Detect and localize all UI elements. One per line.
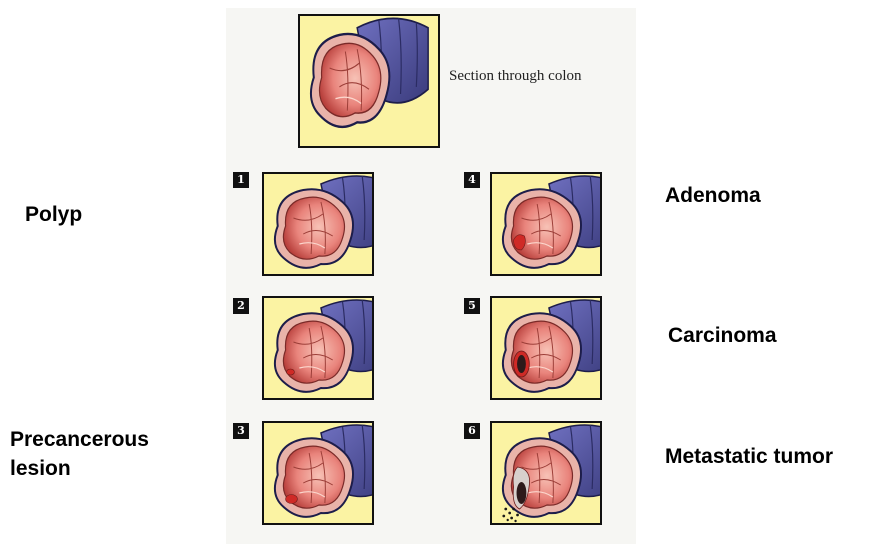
stage-6-panel bbox=[490, 421, 602, 525]
label-precancerous-lesion: Precancerous lesion bbox=[10, 425, 210, 483]
stage-3-drawing bbox=[264, 423, 372, 523]
stage-number-4: 4 bbox=[464, 172, 480, 188]
stage-2-drawing bbox=[264, 298, 372, 398]
stage-number-6: 6 bbox=[464, 423, 480, 439]
section-caption: Section through colon bbox=[449, 68, 581, 85]
stage-number-2: 2 bbox=[233, 298, 249, 314]
stage-number-1: 1 bbox=[233, 172, 249, 188]
stage-6-drawing bbox=[492, 423, 600, 523]
label-metastatic-tumor: Metastatic tumor bbox=[665, 442, 833, 471]
stage-3-panel bbox=[262, 421, 374, 525]
colon-section-drawing bbox=[300, 16, 438, 146]
stage-2-panel bbox=[262, 296, 374, 400]
label-carcinoma: Carcinoma bbox=[668, 321, 777, 350]
lesion-mark bbox=[286, 495, 298, 504]
stage-1-drawing bbox=[264, 174, 372, 274]
stage-1-panel bbox=[262, 172, 374, 276]
stage-number-5: 5 bbox=[464, 298, 480, 314]
stage-5-drawing bbox=[492, 298, 600, 398]
label-adenoma: Adenoma bbox=[665, 181, 761, 210]
stage-number-3: 3 bbox=[233, 423, 249, 439]
colon-section-panel bbox=[298, 14, 440, 148]
stage-4-drawing bbox=[492, 174, 600, 274]
stage-4-panel bbox=[490, 172, 602, 276]
label-polyp: Polyp bbox=[25, 200, 82, 229]
small-polyp-mark bbox=[287, 369, 295, 375]
stage-5-panel bbox=[490, 296, 602, 400]
adenoma-mark bbox=[514, 235, 526, 250]
